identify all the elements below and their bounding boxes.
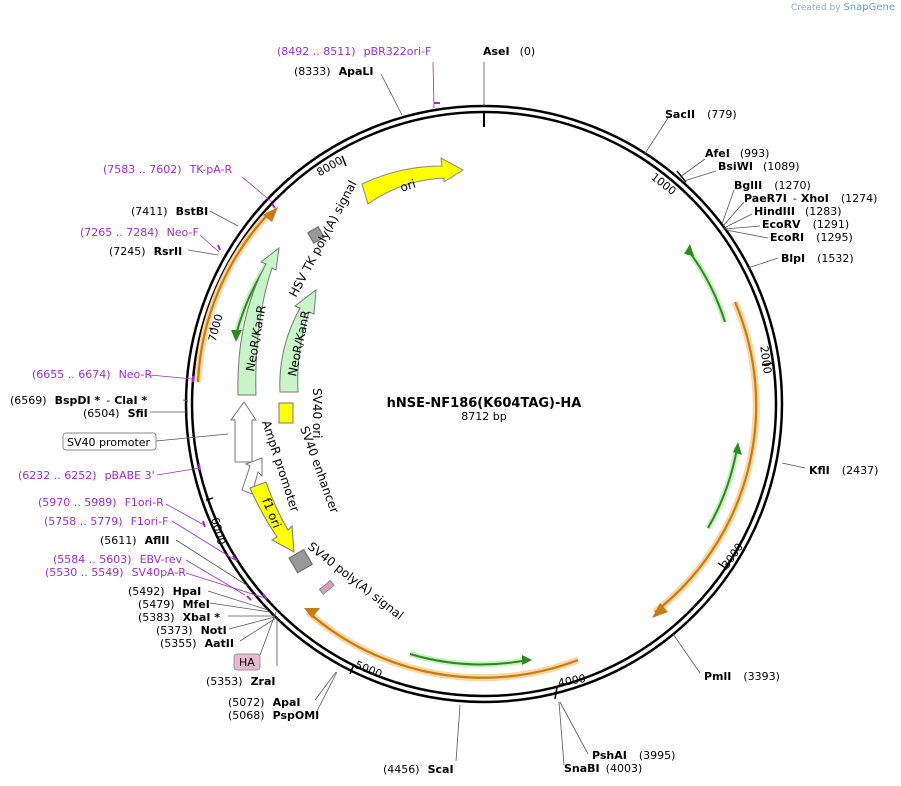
site-apai: (5072)ApaI — [228, 696, 300, 709]
primer-ebv-rev: (5584 .. 5603)EBV-rev — [53, 553, 183, 566]
primer-marks — [192, 102, 440, 601]
ha-tag-mark — [318, 579, 335, 595]
ori-arrow — [361, 157, 464, 205]
site-noti: (5373)NotI — [156, 624, 227, 637]
neor-arrow-inner — [279, 288, 317, 393]
primer-pbabe-3: (6232 .. 6252)pBABE 3' — [18, 469, 155, 482]
site-mfei: (5479)MfeI — [138, 598, 210, 611]
f1-ori-arrow — [249, 481, 295, 553]
neor-arrow-outer — [237, 246, 280, 396]
primer-neo-f: (7265 .. 7284)Neo-F — [80, 226, 199, 239]
site-hindiii: HindIII(1283) — [754, 205, 842, 218]
outer-feature-arcs — [194, 207, 760, 682]
site-ecori: EcoRI(1295) — [770, 231, 853, 244]
site-ecorv: EcoRV(1291) — [762, 218, 849, 231]
sv40-promoter-label: SV40 promoter — [67, 436, 151, 449]
primer-leader-lines — [149, 61, 435, 599]
hsv-tk-polya-box — [307, 226, 325, 244]
site-bglii: BglII(1270) — [734, 179, 811, 192]
tick-marks — [203, 112, 774, 700]
tick-4000: 4000 — [557, 672, 587, 690]
primer-labels: (8492 .. 8511)pBR322ori-F (7583 .. 7602)… — [18, 45, 431, 579]
site-leader-lines — [150, 62, 806, 766]
hsv-tk-polya-label: HSV TK poly(A) signal — [286, 178, 359, 299]
ha-label: HA — [239, 656, 255, 669]
ampr-promoter-arrow — [230, 401, 257, 463]
sv40-polya-box — [288, 548, 313, 574]
site-apali: (8333)ApaLI — [294, 65, 374, 78]
plasmid-length: 8712 bp — [461, 410, 506, 423]
site-sacii: SacII(779) — [665, 108, 737, 121]
tick-6000: 6000 — [208, 516, 228, 546]
primer-pbr322ori-f: (8492 .. 8511)pBR322ori-F — [277, 45, 431, 58]
site-xbai: (5383)XbaI * — [138, 611, 220, 624]
site-pmli: PmlI(3393) — [704, 670, 780, 683]
primer-sv40pa-r: (5530 .. 5549)SV40pA-R — [45, 566, 186, 579]
ha-box — [233, 653, 261, 671]
tick-3000: 3000 — [719, 541, 746, 571]
site-zrai: (5353)ZraI — [206, 675, 276, 688]
site-blpi: BlpI(1532) — [781, 252, 854, 265]
tick-2000: 2000 — [757, 345, 774, 375]
site-aflii: (5611)AflII — [100, 534, 169, 547]
site-bspdi-clai: (6569)BspDI *-ClaI * — [10, 394, 147, 407]
site-bstbi: (7411)BstBI — [131, 205, 208, 218]
sv40-promoter-box — [62, 432, 157, 451]
site-kfli: KflI(2437) — [809, 464, 878, 477]
site-pspomi: (5068)PspOMI — [228, 709, 319, 722]
site-sfii: (6504)SfiI — [83, 407, 148, 420]
primer-tk-pa-r: (7583 .. 7602)TK-pA-R — [103, 163, 233, 176]
site-scai: (4456)ScaI — [383, 763, 454, 776]
primer-f1ori-f: (5758 .. 5779)F1ori-F — [44, 515, 169, 528]
sv40-ori-label: SV40 ori — [310, 388, 324, 439]
site-asei: AseI(0) — [483, 45, 535, 58]
site-bsiwi: BsiWI(1089) — [718, 160, 800, 173]
watermark: Created by SnapGene — [791, 2, 895, 13]
primer-neo-r: (6655 .. 6674)Neo-R — [32, 368, 152, 381]
site-snabi: SnaBI(4003) — [564, 762, 642, 775]
primer-f1ori-r: (5970 .. 5989)F1ori-R — [38, 496, 164, 509]
sv40-ori-box — [278, 402, 294, 424]
cds-arc-right — [652, 300, 760, 615]
site-rsrii: (7245)RsrII — [109, 245, 182, 258]
site-hpai: (5492)HpaI — [128, 585, 201, 598]
ori-label: ori — [398, 177, 417, 195]
cds-arc-bottom — [305, 609, 580, 682]
site-labels: AseI(0) SacII(779) AfeI(993) BsiWI(1089)… — [10, 45, 878, 776]
tick-8000: 8000 — [314, 154, 345, 179]
site-paer7i-xhoi: PaeR7I-XhoI(1274) — [744, 192, 877, 205]
snapgene-logo: SnapGene — [843, 2, 895, 13]
site-aatii: (5355)AatII — [160, 637, 234, 650]
site-pshai: PshAI(3995) — [592, 749, 675, 762]
watermark-created-by: Created by — [791, 3, 841, 13]
site-afei: AfeI(993) — [705, 147, 769, 160]
plasmid-name: hNSE-NF186(K604TAG)-HA — [387, 396, 582, 411]
sv40-polya-label: SV40 poly(A) signal — [305, 539, 406, 622]
